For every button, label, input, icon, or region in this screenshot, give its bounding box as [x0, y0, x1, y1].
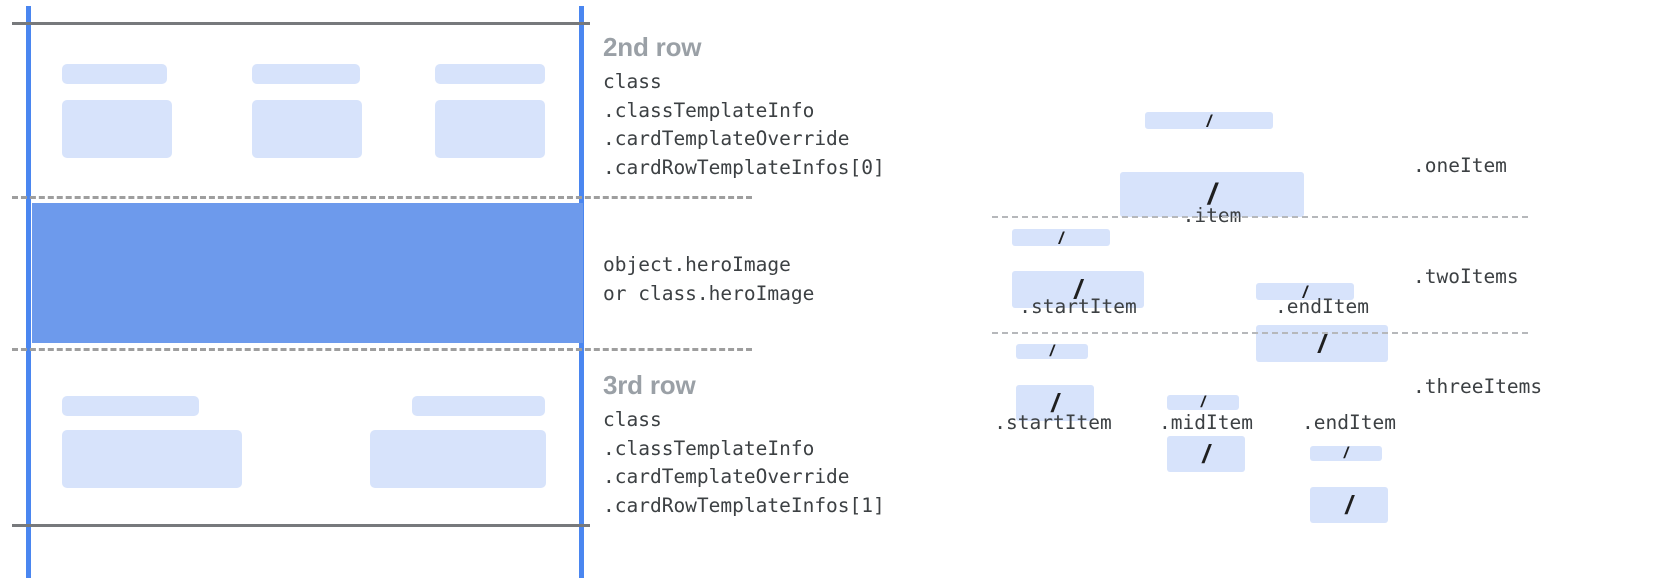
third-row-heading: 3rd row	[603, 370, 696, 400]
second-row-label-chip-1	[62, 64, 167, 84]
third-row-value-chip-1	[62, 430, 242, 488]
one-item-caption: .item	[1182, 204, 1242, 227]
two-items-start-value-box: /	[1012, 271, 1144, 308]
two-three-divider	[992, 332, 1528, 334]
three-items-start-value-slash: /	[1051, 388, 1059, 418]
second-row-value-chip-3	[435, 100, 545, 158]
hero-top-divider	[12, 196, 752, 199]
third-row-code-line-1: class	[603, 408, 662, 431]
two-items-start-label-box: /	[1012, 229, 1110, 246]
second-row-label-chip-2	[252, 64, 360, 84]
one-two-divider	[992, 216, 1528, 218]
three-items-end-value-slash: /	[1345, 490, 1353, 520]
hero-image-block	[32, 203, 583, 343]
two-items-start-value-slash: /	[1074, 274, 1082, 304]
three-items-mid-label-slash: /	[1200, 395, 1206, 410]
three-items-group: / / .startItem / / .midItem / / .endItem	[990, 344, 1396, 523]
three-items-start-label-slash: /	[1049, 344, 1055, 359]
second-row-code-line-3: .cardTemplateOverride	[603, 127, 850, 150]
third-row-code-line-3: .cardTemplateOverride	[603, 465, 850, 488]
card-top-rule	[12, 22, 590, 25]
three-items-start-value-box: /	[1016, 385, 1094, 421]
hero-row-annotation: object.heroImage or class.heroImage	[603, 251, 963, 308]
third-row-code-line-2: .classTemplateInfo	[603, 436, 815, 460]
third-row-value-chip-2	[370, 430, 546, 488]
three-items-start-label-box: /	[1016, 344, 1088, 359]
hero-bottom-divider	[12, 348, 752, 351]
card-bottom-rule	[12, 524, 590, 527]
one-item-value-slash: /	[1207, 177, 1217, 211]
second-row-heading: 2nd row	[603, 32, 702, 62]
two-items-end-value-slash: /	[1318, 328, 1326, 358]
three-items-end-label-box: /	[1310, 446, 1382, 461]
left-guide-line	[26, 6, 31, 578]
hero-code-line-1: object.heroImage	[603, 253, 791, 276]
second-row-value-chip-2	[252, 100, 362, 158]
three-items-mid-label-box: /	[1167, 395, 1239, 410]
second-row-code-line-4: .cardRowTemplateInfos[0]	[603, 155, 885, 179]
one-item-label-slash: /	[1206, 112, 1212, 129]
three-items-start-caption: .startItem	[994, 411, 1112, 434]
hero-code-line-2: or class.heroImage	[603, 281, 815, 305]
three-items-end-label-slash: /	[1343, 446, 1349, 461]
one-item-group-label: .oneItem	[1413, 154, 1507, 177]
two-items-start-label-slash: /	[1058, 229, 1064, 246]
three-items-end-caption: .endItem	[1302, 411, 1396, 434]
two-items-end-label-box: /	[1256, 283, 1354, 300]
three-items-end-value-box: /	[1310, 487, 1388, 523]
third-row-annotation: 3rd row class .classTemplateInfo .cardTe…	[603, 370, 963, 520]
second-row-annotation: 2nd row class .classTemplateInfo .cardTe…	[603, 32, 963, 182]
three-items-group-label: .threeItems	[1413, 375, 1543, 398]
third-row-label-chip-1	[62, 396, 199, 416]
one-item-label-box: /	[1145, 112, 1273, 129]
one-item-value-box: /	[1120, 172, 1304, 217]
two-items-group-label: .twoItems	[1413, 265, 1519, 288]
three-items-mid-value-box: /	[1167, 436, 1245, 472]
two-items-group: / / .startItem / / .endItem	[990, 229, 1388, 362]
second-row-label-chip-3	[435, 64, 545, 84]
third-row-code-line-4: .cardRowTemplateInfos[1]	[603, 493, 885, 517]
second-row-value-chip-1	[62, 100, 172, 158]
two-items-end-value-box: /	[1256, 325, 1388, 362]
second-row-code-line-2: .classTemplateInfo	[603, 98, 815, 122]
three-items-mid-value-slash: /	[1202, 439, 1210, 469]
one-item-group: / / .item	[990, 112, 1304, 227]
three-items-mid-caption: .midItem	[1159, 411, 1253, 434]
two-items-start-caption: .startItem	[1019, 295, 1137, 318]
second-row-code-line-1: class	[603, 70, 662, 93]
two-items-end-label-slash: /	[1302, 283, 1308, 300]
third-row-label-chip-2	[412, 396, 545, 416]
two-items-end-caption: .endItem	[1275, 295, 1369, 318]
